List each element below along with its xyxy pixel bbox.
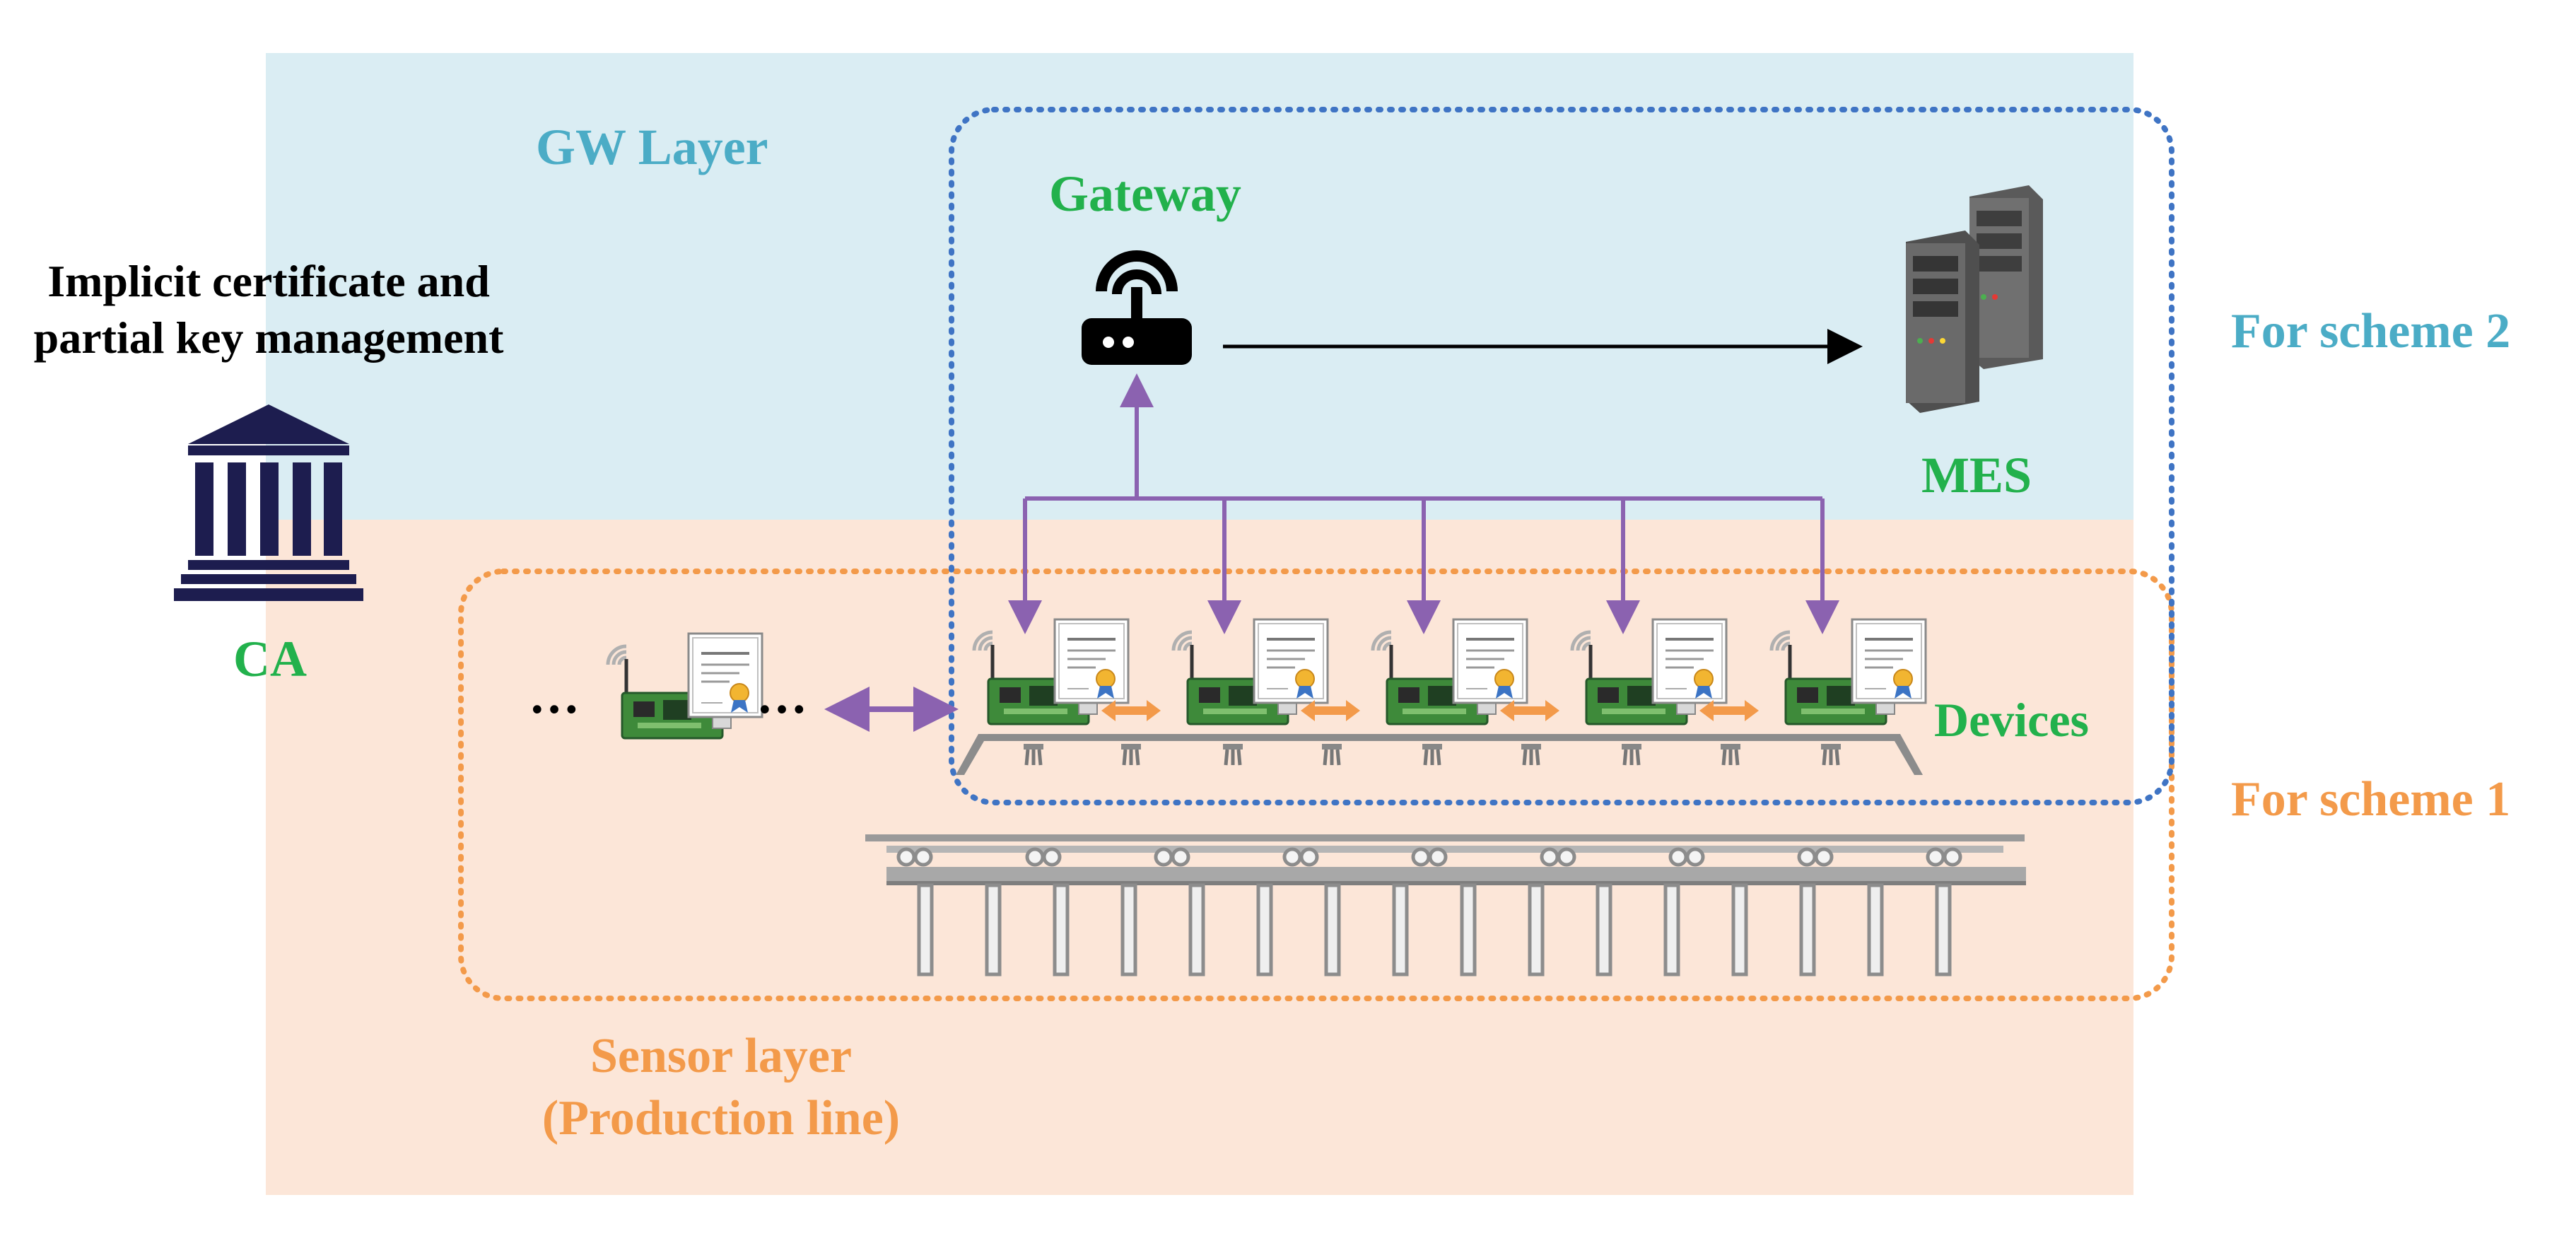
conveyor-leg xyxy=(1663,883,1680,976)
conveyor-roller xyxy=(1042,847,1062,867)
conveyor-roller xyxy=(1428,847,1448,867)
conveyor-leg xyxy=(1392,883,1409,976)
conveyor-roller xyxy=(1299,847,1319,867)
gateway-label: Gateway xyxy=(1049,165,1241,222)
conveyor-roller xyxy=(1685,847,1705,867)
conveyor-leg xyxy=(1256,883,1273,976)
mes-label: MES xyxy=(1921,447,2032,503)
wifi-router-icon xyxy=(1082,250,1192,365)
conveyor-roller xyxy=(1557,847,1576,867)
conveyor-leg xyxy=(1596,883,1612,976)
conveyor-roller xyxy=(1797,847,1817,867)
conveyor-roller xyxy=(1540,847,1559,867)
production-line-conveyor xyxy=(865,834,2026,976)
device-conveyor-belt xyxy=(956,734,1923,775)
server-rack-icon xyxy=(1906,185,2043,413)
conveyor-leg xyxy=(1528,883,1545,976)
conveyor-roller xyxy=(1411,847,1431,867)
conveyor-leg xyxy=(985,883,1002,976)
gw-layer-label: GW Layer xyxy=(536,119,768,175)
scheme1-label: For scheme 1 xyxy=(2231,772,2511,827)
ca-title-line1: Implicit certificate and xyxy=(47,256,490,306)
conveyor-leg xyxy=(1188,883,1205,976)
conveyor-leg xyxy=(1731,883,1748,976)
gateway-device-bus xyxy=(1008,373,1839,634)
sensor-layer-label: Sensor layer (Production line) xyxy=(509,1025,933,1149)
conveyor-roller xyxy=(913,847,933,867)
device-peer-arrows xyxy=(1101,700,1759,721)
conveyor-roller xyxy=(1943,847,1962,867)
conveyor-roller xyxy=(1282,847,1302,867)
ca-title: Implicit certificate and partial key man… xyxy=(14,253,523,366)
ca-label: CA xyxy=(233,631,307,687)
ellipsis-right: … xyxy=(756,667,807,724)
scheme2-label: For scheme 2 xyxy=(2231,304,2511,358)
ellipsis-left: … xyxy=(529,667,580,724)
conveyor-roller xyxy=(1668,847,1688,867)
conveyor-roller xyxy=(1025,847,1045,867)
ca-title-line2: partial key management xyxy=(33,313,504,363)
sensor-layer-label-line1: Sensor layer xyxy=(590,1029,853,1083)
devices-label: Devices xyxy=(1934,693,2090,747)
conveyor-leg xyxy=(1460,883,1477,976)
conveyor-roller xyxy=(1814,847,1834,867)
conveyor-leg xyxy=(1053,883,1070,976)
conveyor-roller xyxy=(1926,847,1945,867)
scheme2-boundary xyxy=(949,107,2174,805)
conveyor-leg xyxy=(1799,883,1816,976)
conveyor-roller xyxy=(1154,847,1173,867)
bank-building-icon xyxy=(174,404,363,601)
conveyor-roller xyxy=(1171,847,1190,867)
conveyor-roller xyxy=(896,847,916,867)
conveyor-leg xyxy=(1935,883,1952,976)
sensor-layer-label-line2: (Production line) xyxy=(541,1090,901,1145)
scheme1-boundary xyxy=(458,569,2174,1001)
conveyor-leg xyxy=(1867,883,1884,976)
conveyor-leg xyxy=(917,883,934,976)
gw-layer-background xyxy=(266,53,2133,520)
conveyor-leg xyxy=(1324,883,1341,976)
conveyor-leg xyxy=(1120,883,1137,976)
